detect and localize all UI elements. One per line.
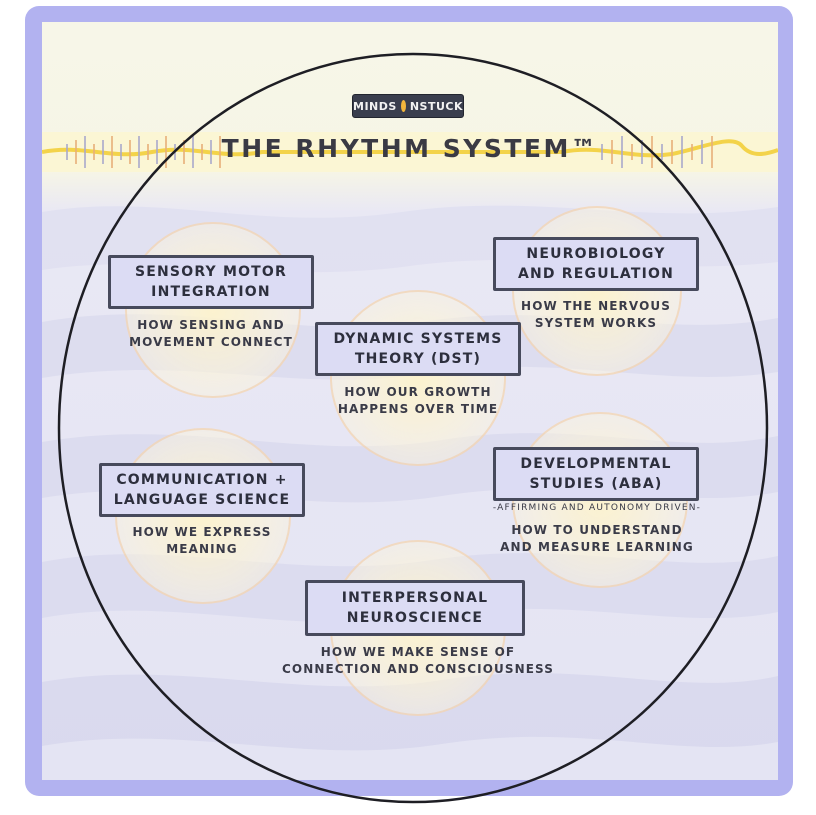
node-ipn-description: HOW WE MAKE SENSE OF CONNECTION AND CONS…	[282, 645, 554, 676]
node-sensory-description: HOW SENSING AND MOVEMENT CONNECT	[129, 318, 293, 349]
node-dev-title: DEVELOPMENTAL STUDIES (ABA)	[493, 447, 699, 501]
glow-neuro	[512, 206, 682, 376]
system-circle	[57, 52, 769, 804]
node-comm-title: COMMUNICATION + LANGUAGE SCIENCE	[99, 463, 305, 517]
crescent-moon-icon	[400, 100, 406, 112]
glow-dst	[330, 290, 506, 466]
node-dst-title: DYNAMIC SYSTEMS THEORY (DST)	[315, 322, 521, 376]
node-dst-description: HOW OUR GROWTH HAPPENS OVER TIME	[337, 385, 499, 416]
brand-logo: MINDS NSTUCK	[352, 94, 464, 118]
glow-sensory	[125, 222, 301, 398]
node-neuro-title: NEUROBIOLOGY AND REGULATION	[493, 237, 699, 291]
node-sensory-title: SENSORY MOTOR INTEGRATION	[108, 255, 314, 309]
logo-text-left: MINDS	[353, 99, 397, 113]
page-title: THE RHYTHM SYSTEM™	[221, 134, 599, 163]
rhythm-ticks	[66, 136, 713, 168]
yellow-wave	[42, 139, 778, 158]
node-ipn-title: INTERPERSONAL NEUROSCIENCE	[305, 580, 525, 636]
node-dev-subtitle: -AFFIRMING AND AUTONOMY DRIVEN-	[492, 503, 702, 513]
node-dev-description: HOW TO UNDERSTAND AND MEASURE LEARNING	[500, 523, 694, 554]
node-neuro-description: HOW THE NERVOUS SYSTEM WORKS	[521, 299, 671, 330]
logo-text-right: NSTUCK	[409, 99, 463, 113]
node-comm-description: HOW WE EXPRESS MEANING	[132, 525, 272, 556]
